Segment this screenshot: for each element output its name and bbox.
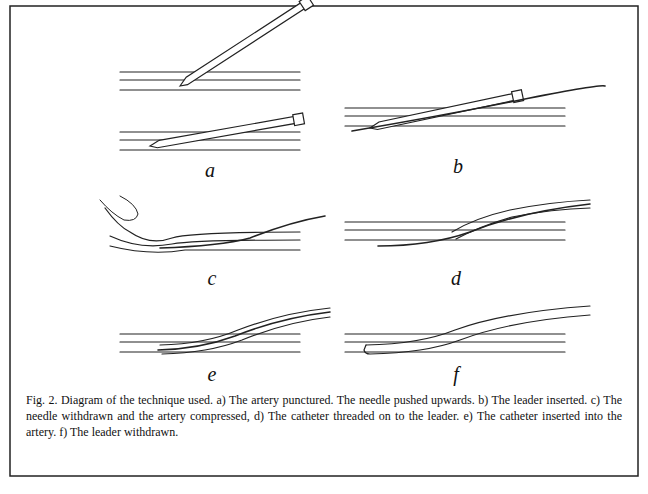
panel-letter: c — [208, 268, 217, 288]
panel-a-upper — [120, 0, 314, 90]
panel-letter: f — [453, 364, 459, 384]
panel-c — [100, 196, 325, 252]
panel-letter: e — [208, 364, 217, 384]
figure-caption: Fig. 2. Diagram of the technique used. a… — [26, 392, 622, 441]
panel-e — [120, 308, 330, 354]
panel-letter: b — [453, 156, 463, 176]
panel-b — [345, 86, 605, 133]
panel-letter: a — [205, 160, 215, 180]
panel-d — [345, 200, 590, 246]
frame — [10, 6, 638, 476]
panel-f — [345, 306, 590, 354]
panel-letter: d — [451, 268, 461, 288]
panel-a-lower — [120, 113, 304, 151]
